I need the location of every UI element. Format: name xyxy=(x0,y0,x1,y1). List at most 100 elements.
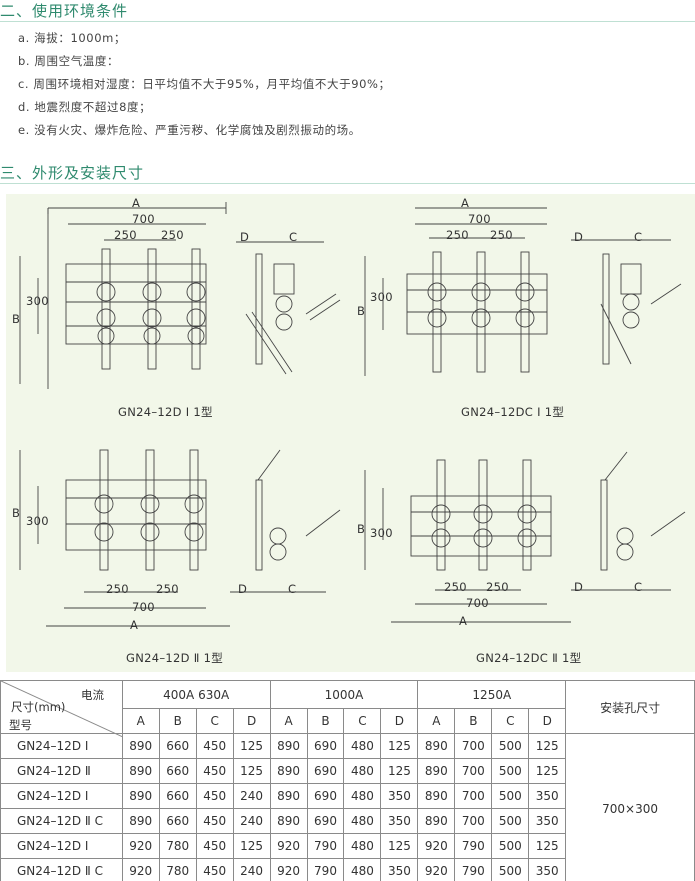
dim-label-700: 700 xyxy=(468,212,491,226)
value-cell: 890 xyxy=(269,783,308,809)
dim-label-a: A xyxy=(132,196,141,210)
dim-label-a: A xyxy=(459,614,468,628)
dim-label-700: 700 xyxy=(132,212,155,226)
mount-hole-value: 700×300 xyxy=(565,733,695,881)
section-divider xyxy=(0,183,695,184)
figure-caption: GN24–12D Ⅰ 1型 xyxy=(118,405,213,419)
figure-caption: GN24–12DC Ⅱ 1型 xyxy=(476,651,582,665)
value-cell: 890 xyxy=(417,783,456,809)
value-cell: 660 xyxy=(158,758,197,784)
drawing-gn24-12dc-ii xyxy=(364,451,686,623)
model-cell: GN24–12D Ⅱ C xyxy=(0,808,123,834)
corner-diagonal xyxy=(1,681,123,737)
value-cell: 500 xyxy=(491,833,530,859)
value-cell: 790 xyxy=(454,833,493,859)
dim-label-d: D xyxy=(240,230,250,244)
value-cell: 890 xyxy=(269,758,308,784)
value-cell: 890 xyxy=(121,808,160,834)
corner-model-label: 型号 xyxy=(9,718,32,732)
value-cell: 450 xyxy=(195,833,234,859)
column-header: C xyxy=(195,708,234,734)
dim-label-c: C xyxy=(634,580,643,594)
value-cell: 500 xyxy=(491,758,530,784)
dim-label-b: B xyxy=(12,506,21,520)
value-cell: 920 xyxy=(269,833,308,859)
value-cell: 125 xyxy=(232,758,271,784)
dim-label-300: 300 xyxy=(370,290,393,304)
table-corner-header: 电流 尺寸(mm) 型号 xyxy=(0,680,123,737)
value-cell: 125 xyxy=(528,758,567,784)
value-cell: 350 xyxy=(528,808,567,834)
current-group-header: 400A 630A xyxy=(121,680,271,709)
dim-label-300: 300 xyxy=(26,294,49,308)
value-cell: 660 xyxy=(158,733,197,759)
column-header: B xyxy=(158,708,197,734)
model-cell: GN24–12D Ⅰ xyxy=(0,833,123,859)
value-cell: 690 xyxy=(306,783,345,809)
dim-label-c: C xyxy=(289,230,298,244)
column-header: C xyxy=(491,708,530,734)
value-cell: 700 xyxy=(454,733,493,759)
value-cell: 450 xyxy=(195,808,234,834)
value-cell: 500 xyxy=(491,808,530,834)
dim-label-b: B xyxy=(357,304,366,318)
value-cell: 890 xyxy=(417,733,456,759)
value-cell: 920 xyxy=(121,833,160,859)
value-cell: 125 xyxy=(232,733,271,759)
column-header: B xyxy=(306,708,345,734)
value-cell: 125 xyxy=(528,833,567,859)
dim-label-700: 700 xyxy=(466,596,489,610)
model-cell: GN24–12D Ⅰ xyxy=(0,733,123,759)
value-cell: 690 xyxy=(306,808,345,834)
model-cell: GN24–12D Ⅱ C xyxy=(0,858,123,881)
value-cell: 350 xyxy=(380,808,419,834)
dim-label-c: C xyxy=(288,582,297,596)
column-header: D xyxy=(380,708,419,734)
value-cell: 450 xyxy=(195,758,234,784)
value-cell: 890 xyxy=(121,783,160,809)
value-cell: 125 xyxy=(380,733,419,759)
value-cell: 790 xyxy=(306,833,345,859)
column-header: D xyxy=(528,708,567,734)
value-cell: 920 xyxy=(269,858,308,881)
condition-temperature: b. 周围空气温度： xyxy=(18,54,120,68)
dim-label-d: D xyxy=(574,230,584,244)
column-header: A xyxy=(269,708,308,734)
value-cell: 500 xyxy=(491,783,530,809)
section-title-dimensions: 三、外形及安装尺寸 xyxy=(0,164,145,182)
value-cell: 480 xyxy=(343,783,382,809)
column-header: B xyxy=(454,708,493,734)
column-header: D xyxy=(232,708,271,734)
value-cell: 240 xyxy=(232,808,271,834)
value-cell: 450 xyxy=(195,858,234,881)
value-cell: 920 xyxy=(417,833,456,859)
corner-size-label: 尺寸(mm) xyxy=(11,700,66,714)
value-cell: 480 xyxy=(343,833,382,859)
value-cell: 890 xyxy=(121,758,160,784)
value-cell: 480 xyxy=(343,858,382,881)
condition-humidity: c. 周围环境相对湿度：日平均值不大于95%，月平均值不大于90%； xyxy=(18,77,391,91)
current-group-header: 1000A xyxy=(269,680,419,709)
value-cell: 480 xyxy=(343,733,382,759)
section-title-environment: 二、使用环境条件 xyxy=(0,2,129,20)
value-cell: 690 xyxy=(306,758,345,784)
corner-current-label: 电流 xyxy=(81,688,104,702)
value-cell: 660 xyxy=(158,808,197,834)
dim-label-a: A xyxy=(130,618,139,632)
dim-label-250: 250 xyxy=(446,228,469,242)
value-cell: 500 xyxy=(491,858,530,881)
value-cell: 920 xyxy=(121,858,160,881)
model-cell: GN24–12D Ⅱ xyxy=(0,758,123,784)
value-cell: 700 xyxy=(454,783,493,809)
drawings-panel: GN24–12D Ⅰ 1型 A 700 250 250 B 300 D C GN… xyxy=(6,194,695,672)
value-cell: 780 xyxy=(158,858,197,881)
value-cell: 450 xyxy=(195,783,234,809)
dim-label-d: D xyxy=(574,580,584,594)
value-cell: 125 xyxy=(232,833,271,859)
dim-label-250: 250 xyxy=(114,228,137,242)
